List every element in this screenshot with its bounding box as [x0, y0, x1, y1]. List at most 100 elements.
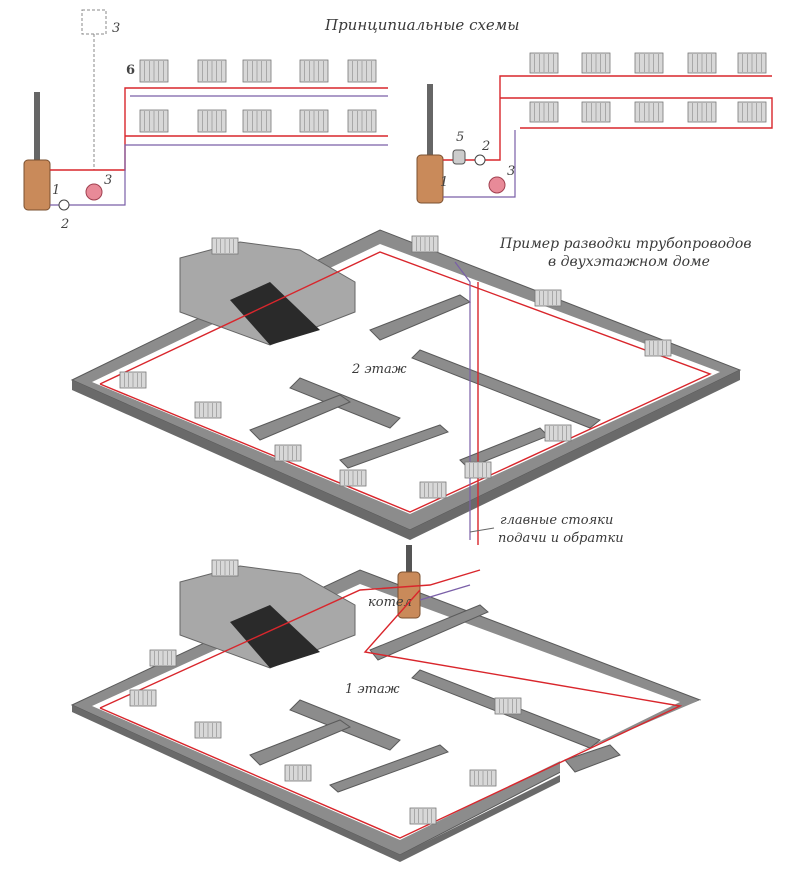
- floor1-radiator-4: [409, 807, 437, 825]
- floor1-radiator-1: [129, 689, 157, 707]
- left-radiator-top-0: [139, 59, 169, 83]
- right-num-3: 3: [507, 164, 515, 179]
- left-radiator-top-2: [242, 59, 272, 83]
- left-chimney: [34, 92, 40, 162]
- right-chimney: [427, 84, 433, 159]
- floor1-inner-wall-e: [329, 744, 449, 793]
- floor2-stair-well: [230, 282, 320, 345]
- right-pump-icon: [474, 154, 486, 166]
- floor2-radiators: [119, 235, 672, 499]
- floor2-radiator-6: [339, 469, 367, 487]
- schemes-title: Принципиальные схемы: [324, 16, 519, 34]
- left-membrane-tank-icon: [85, 183, 103, 201]
- floor1-radiator-2: [194, 721, 222, 739]
- floor1-radiators: [129, 559, 522, 825]
- floor-1-plan: котел 1 этаж: [70, 545, 702, 862]
- floor2-return-riser: [454, 261, 471, 540]
- left-radiator-top-1: [197, 59, 227, 83]
- expansion-tank-dashed: [81, 9, 107, 35]
- floor1-supply-loop: [99, 589, 683, 839]
- left-radiator-bottom-1: [197, 109, 227, 133]
- floor2-radiator-10: [211, 237, 239, 255]
- left-num-2: 2: [60, 217, 69, 232]
- floor2-radiator-5: [274, 444, 302, 462]
- risers-label-line1: главные стояки: [500, 513, 613, 528]
- left-num-3b: 3: [104, 173, 112, 188]
- left-radiator-top-4: [347, 59, 377, 83]
- floor2-radiator-8: [464, 461, 492, 479]
- floor1-label: 1 этаж: [345, 682, 400, 697]
- right-radiator-bottom-1: [581, 101, 611, 123]
- floor2-radiator-7: [419, 481, 447, 499]
- floor2-label: 2 этаж: [351, 362, 407, 377]
- left-num-1: 1: [52, 183, 60, 198]
- floor1-wall-front-right: [400, 775, 560, 862]
- floor2-radiator-3: [119, 371, 147, 389]
- floor1-radiator-5: [469, 769, 497, 787]
- floor1-boiler: [397, 571, 421, 619]
- floor1-radiator-3: [284, 764, 312, 782]
- right-valve-icon: [452, 149, 466, 165]
- left-num-3a: 3: [112, 21, 120, 36]
- right-num-5: 5: [456, 130, 464, 145]
- floor1-corner-wall: [564, 744, 621, 773]
- right-scheme: 1 2 3 5: [416, 52, 773, 204]
- floor1-inner-wall-a: [369, 604, 489, 661]
- left-radiator-bottom-3: [299, 109, 329, 133]
- left-pump-icon: [58, 199, 70, 211]
- left-scheme: 1 2 3 3 6: [23, 9, 388, 232]
- floor2-wall-front-left: [72, 380, 410, 540]
- floor2-inner-wall-e: [339, 424, 449, 469]
- floor1-return-link: [419, 584, 471, 601]
- right-boiler: [416, 154, 444, 204]
- floor2-inner-wall-d: [249, 394, 352, 441]
- left-radiator-bottom-0: [139, 109, 169, 133]
- right-return-pipe: [443, 130, 516, 198]
- left-radiator-bottom-4: [347, 109, 377, 133]
- right-radiator-bottom-0: [529, 101, 559, 123]
- boiler-label: котел: [368, 595, 412, 610]
- floor2-radiator-0: [411, 235, 439, 253]
- right-radiator-top-2: [634, 52, 664, 74]
- example-title-line1: Пример разводки трубопроводов: [499, 236, 751, 252]
- right-supply-pipe: [443, 75, 772, 161]
- floor2-supply-loop: [99, 251, 712, 513]
- floor1-radiator-0: [149, 649, 177, 667]
- floor2-inner-wall-b: [411, 349, 601, 429]
- floor2-wall-front-right: [410, 370, 740, 540]
- floor-2-plan: 2 этаж: [70, 229, 742, 545]
- right-radiators: [529, 52, 767, 123]
- left-radiators: [139, 59, 377, 133]
- left-radiator-bottom-2: [242, 109, 272, 133]
- floor2-radiator-9: [544, 424, 572, 442]
- floor2-radiator-1: [534, 289, 562, 307]
- right-radiator-top-3: [687, 52, 717, 74]
- right-radiator-bottom-4: [737, 101, 767, 123]
- right-radiator-top-0: [529, 52, 559, 74]
- right-radiator-top-1: [581, 52, 611, 74]
- right-radiator-top-4: [737, 52, 767, 74]
- left-boiler: [23, 159, 51, 211]
- right-num-2: 2: [481, 139, 490, 154]
- risers-label-line2: подачи и обратки: [498, 531, 624, 546]
- floor1-stair-well: [230, 605, 320, 668]
- floor1-wall-front-left: [72, 705, 400, 862]
- right-radiator-bottom-3: [687, 101, 717, 123]
- left-num-6: 6: [126, 63, 135, 78]
- right-num-1: 1: [440, 175, 448, 190]
- left-radiator-top-3: [299, 59, 329, 83]
- risers-pointer: [469, 527, 495, 533]
- floor2-radiator-2: [644, 339, 672, 357]
- floor2-radiator-4: [194, 401, 222, 419]
- right-membrane-tank-icon: [488, 176, 506, 194]
- left-supply-pipe: [50, 87, 388, 171]
- floor1-radiator-7: [211, 559, 239, 577]
- floor1-inner-wall-d: [249, 719, 352, 766]
- floor1-supply-main: [99, 569, 481, 709]
- right-supply-lower: [500, 97, 773, 129]
- right-radiator-bottom-2: [634, 101, 664, 123]
- floor1-chimney: [406, 545, 412, 575]
- floor1-radiator-6: [494, 697, 522, 715]
- left-return-pipe: [50, 144, 388, 206]
